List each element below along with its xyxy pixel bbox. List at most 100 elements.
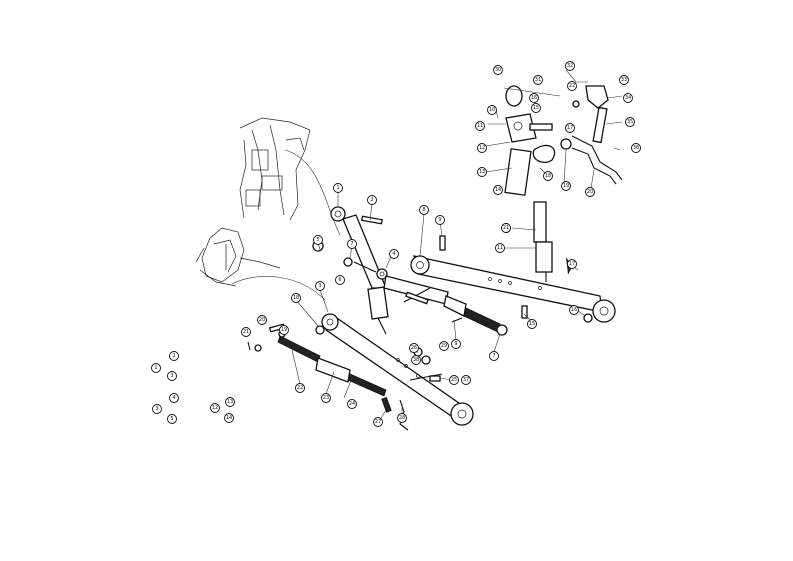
callout-27: 27 <box>373 417 383 427</box>
callout-circle <box>151 363 161 373</box>
callout-circle <box>495 243 505 253</box>
callout-circle <box>543 171 553 181</box>
callout-number: 23 <box>323 395 329 401</box>
callout-19: 19 <box>561 181 571 191</box>
callout-number: 7 <box>492 353 495 359</box>
callout-number: 37 <box>463 377 469 383</box>
callout-number: 10 <box>489 107 495 113</box>
callout-circle <box>347 239 357 249</box>
callout-9: 9 <box>451 339 461 349</box>
callout-16: 16 <box>569 305 579 315</box>
callout-7: 7 <box>489 351 499 361</box>
callout-2: 2 <box>367 195 377 205</box>
callout-number: 32 <box>567 63 573 69</box>
callout-11: 11 <box>475 121 485 131</box>
callout-28: 28 <box>397 413 407 423</box>
callout-17: 17 <box>565 123 575 133</box>
callout-number: 29 <box>441 343 447 349</box>
callout-3: 3 <box>167 371 177 381</box>
callout-21: 21 <box>241 327 251 337</box>
callout-10: 10 <box>487 105 497 115</box>
callout-11: 11 <box>495 243 505 253</box>
callout-circle <box>451 339 461 349</box>
callout-circle <box>623 93 633 103</box>
callout-number: 2 <box>370 197 373 203</box>
callout-number: 33 <box>621 77 627 83</box>
callout-circle <box>389 249 399 259</box>
callout-circle <box>631 143 641 153</box>
callout-number: 30 <box>495 67 501 73</box>
callout-circle <box>487 105 497 115</box>
callout-circle <box>565 123 575 133</box>
callout-circle <box>210 403 220 413</box>
callout-circle <box>241 327 251 337</box>
tractor-rear-housing <box>195 117 311 287</box>
callout-circle <box>419 205 429 215</box>
callout-circle <box>439 341 449 351</box>
right-lower-link <box>410 255 616 323</box>
callout-36: 36 <box>631 143 641 153</box>
callout-4: 4 <box>389 249 399 259</box>
callout-15: 15 <box>527 319 537 329</box>
callout-number: 13 <box>227 399 233 405</box>
callout-number: 17 <box>569 261 575 267</box>
callout-circle <box>461 375 471 385</box>
callout-circle <box>619 75 629 85</box>
callout-number: 13 <box>479 169 485 175</box>
callout-number: 20 <box>259 317 265 323</box>
callout-21: 21 <box>501 223 511 233</box>
reference-curve-lower <box>231 276 326 301</box>
center-joint <box>343 257 388 280</box>
callout-circle <box>295 383 305 393</box>
callout-circle <box>493 185 503 195</box>
callout-number: 14 <box>495 187 501 193</box>
callout-22: 22 <box>295 383 305 393</box>
callout-circle <box>565 61 575 71</box>
callout-4: 4 <box>169 393 179 403</box>
callout-circle <box>367 195 377 205</box>
callout-12: 12 <box>210 403 220 413</box>
callout-26: 26 <box>409 343 419 353</box>
callout-number: 27 <box>375 419 381 425</box>
callout-number: 18 <box>545 173 551 179</box>
callout-circle <box>257 315 267 325</box>
callout-circle <box>411 355 421 365</box>
lift-rod <box>533 201 553 282</box>
callout-number: 9 <box>438 217 441 223</box>
callout-circle <box>224 413 234 423</box>
callout-number: 16 <box>571 307 577 313</box>
callout-circle <box>501 223 511 233</box>
callout-3: 3 <box>152 404 162 414</box>
callout-number: 22 <box>297 385 303 391</box>
callout-circle <box>333 183 343 193</box>
callout-circle <box>169 351 179 361</box>
callout-29: 29 <box>439 341 449 351</box>
callout-32: 32 <box>565 61 575 71</box>
callout-circle <box>435 215 445 225</box>
callout-number: 8 <box>422 207 425 213</box>
callout-5: 5 <box>313 235 323 245</box>
callout-number: 4 <box>172 395 175 401</box>
callout-34: 34 <box>623 93 633 103</box>
callout-number: 3 <box>170 373 173 379</box>
callout-number: 1 <box>154 365 157 371</box>
callout-circle <box>167 414 177 424</box>
callout-number: 7 <box>350 241 353 247</box>
callout-18: 18 <box>543 171 553 181</box>
callout-18: 18 <box>291 293 301 303</box>
callout-circle <box>315 281 325 291</box>
callout-22: 22 <box>567 81 577 91</box>
callout-1: 1 <box>333 183 343 193</box>
reference-curve-upper <box>284 149 341 236</box>
callout-number: 5 <box>316 237 319 243</box>
check-chain <box>277 330 387 397</box>
callout-circle <box>567 81 577 91</box>
callout-number: 11 <box>497 245 503 251</box>
callout-number: 15 <box>529 321 535 327</box>
callout-number: 19 <box>281 327 287 333</box>
left-lower-link <box>321 313 474 426</box>
callout-3: 3 <box>315 281 325 291</box>
callout-number: 20 <box>587 189 593 195</box>
callout-1: 1 <box>151 363 161 373</box>
